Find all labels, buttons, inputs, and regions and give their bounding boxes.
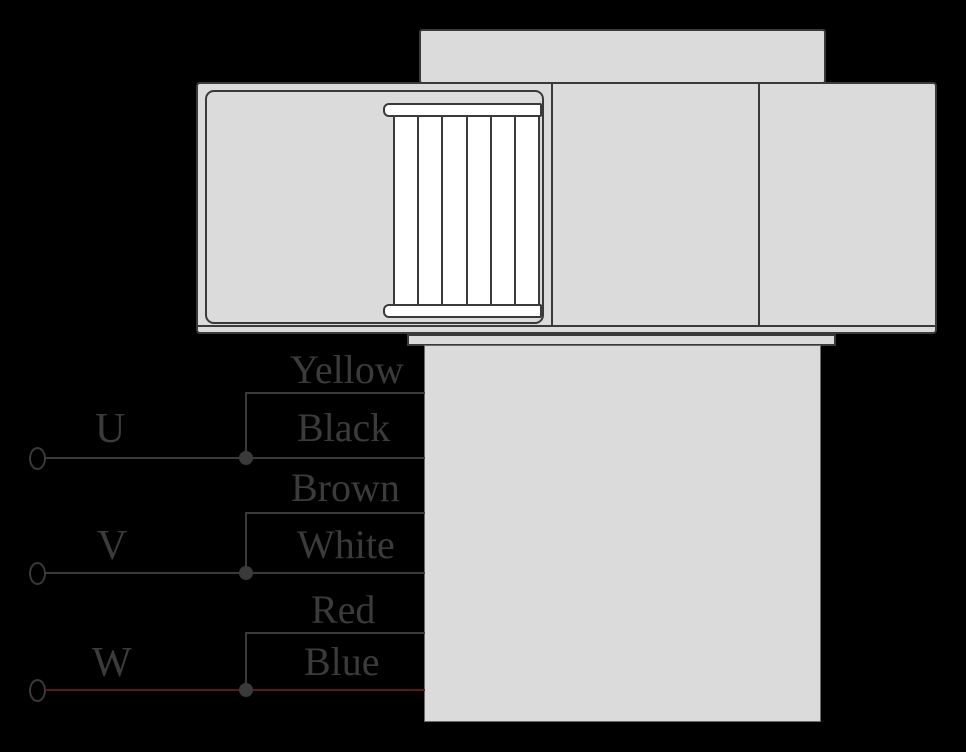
branch-riser-v [245,513,247,573]
motor-top-cap [419,29,826,84]
stator-winding-slats [393,115,540,306]
junction-dot-u [239,451,253,465]
winding-slat [419,117,444,304]
terminal-box [424,345,821,722]
wire-line-brown [245,512,425,514]
wire-line-red [245,632,425,634]
wire-label-black: Black [297,405,391,450]
junction-dot-v [239,566,253,580]
wire-line-w [45,689,425,691]
wire-line-yellow [245,392,425,394]
winding-slat [395,117,420,304]
wire-label-blue: Blue [304,639,380,684]
terminal-circle-v [29,562,46,585]
junction-dot-w [239,683,253,697]
wire-label-brown: Brown [291,465,400,510]
body-divider-line-2 [758,82,760,326]
wire-label-yellow: Yellow [290,347,404,392]
terminal-label-w: W [92,640,132,686]
terminal-label-v: V [97,523,128,569]
wire-label-white: White [297,522,395,567]
winding-slat [467,117,492,304]
winding-slat [443,117,468,304]
wire-label-red: Red [311,587,376,632]
wire-line-v [45,572,425,574]
terminal-label-u: U [95,406,126,452]
branch-riser-w [245,633,247,690]
branch-riser-u [245,393,247,458]
winding-top-bar [383,103,542,117]
terminal-circle-u [29,447,46,470]
winding-slat [491,117,516,304]
body-base-plate-line [197,325,936,327]
winding-bottom-bar [383,304,542,318]
body-divider-line-1 [551,82,553,326]
winding-slat [515,117,539,304]
terminal-circle-w [29,679,46,702]
wire-line-u [45,457,425,459]
